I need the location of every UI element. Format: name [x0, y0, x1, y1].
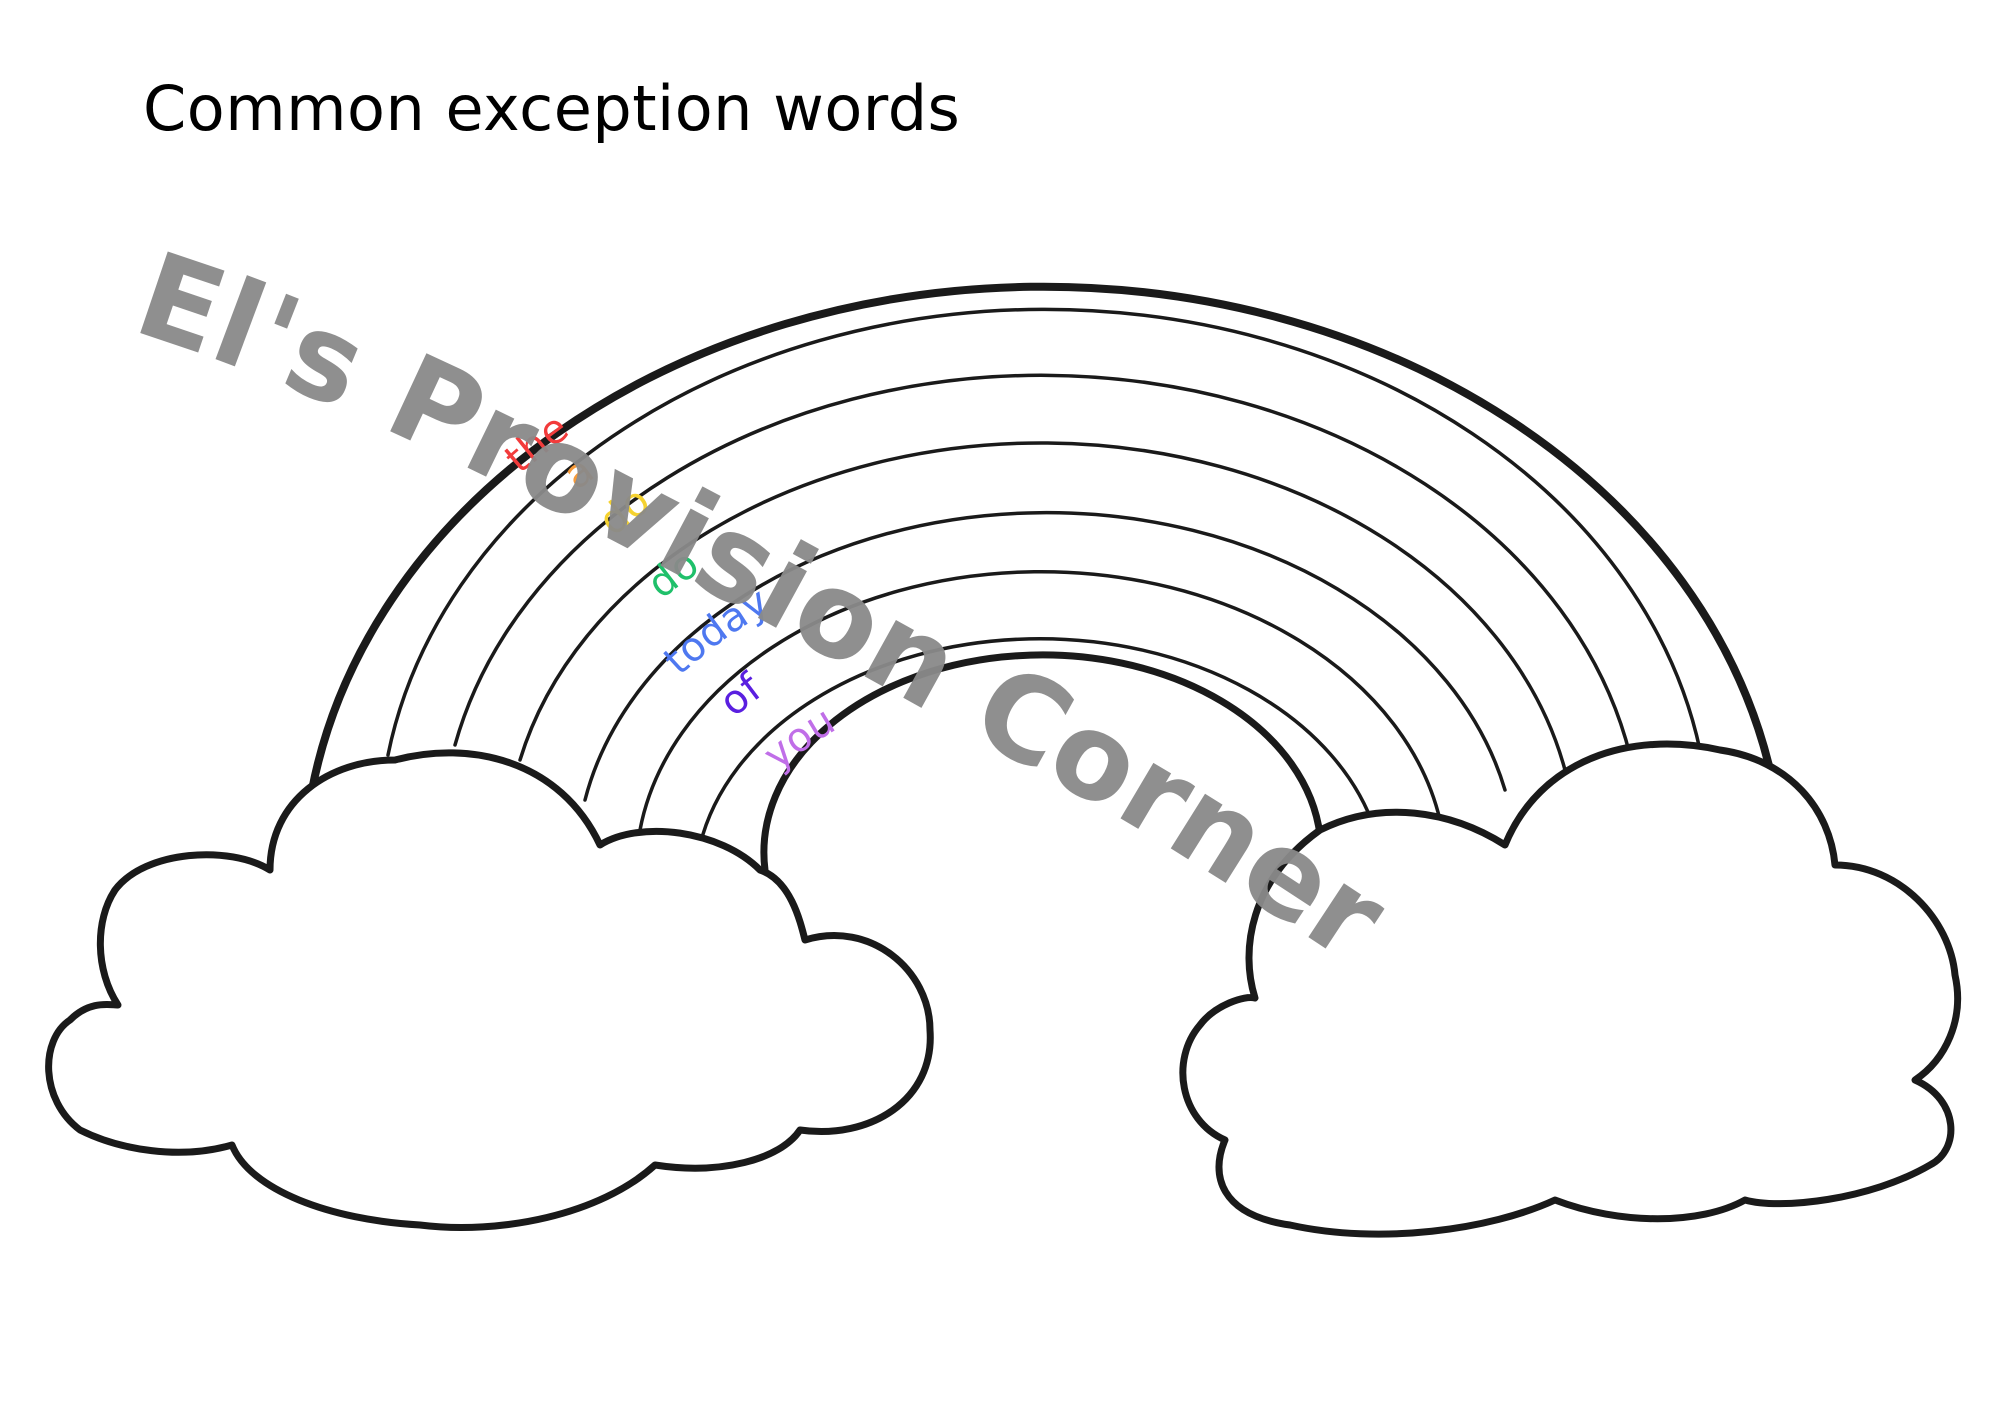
left-cloud	[45, 749, 934, 1231]
right-cloud	[1179, 740, 1962, 1238]
word-6: of	[711, 665, 771, 726]
worksheet-title: Common exception words	[143, 72, 961, 145]
rainbow-arcs	[308, 282, 1774, 874]
